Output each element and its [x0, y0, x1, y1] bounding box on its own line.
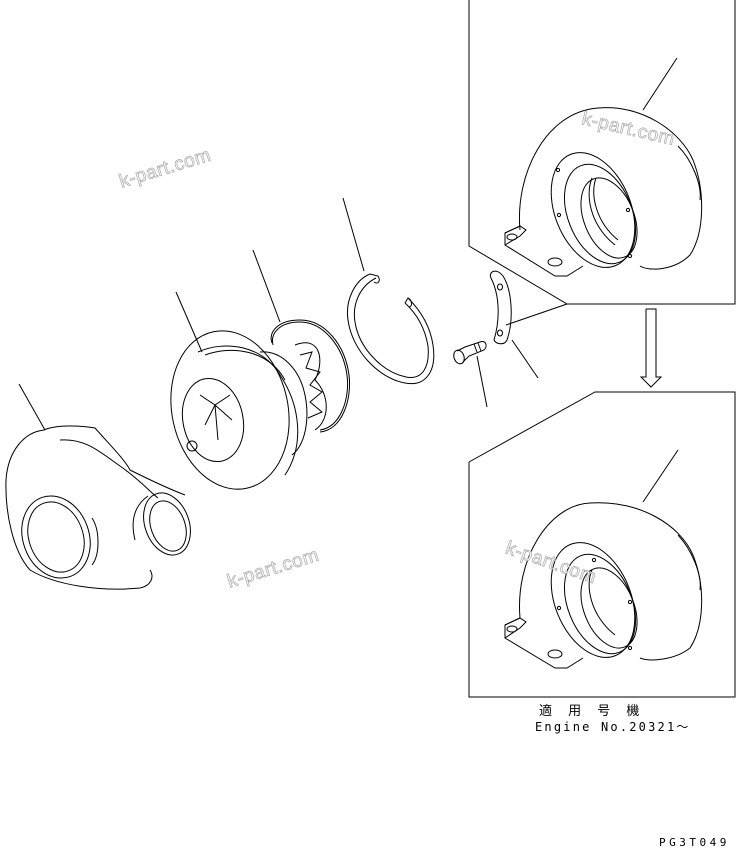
lower-inset-box: [469, 392, 735, 697]
bolt: [452, 342, 487, 407]
snap-ring: [343, 198, 434, 384]
drawing-code: PG3T049: [659, 836, 730, 849]
cartridge-assembly: [157, 292, 327, 500]
turbine-housing-lower: [505, 450, 702, 670]
down-arrow: [641, 309, 661, 387]
applicability-label-jp: 適 用 号 機: [539, 704, 646, 719]
gasket: [253, 250, 350, 432]
engine-number-label: Engine No.20321～: [535, 720, 691, 734]
lock-plate: [490, 271, 567, 378]
upper-inset-box: [469, 0, 735, 304]
compressor-housing: [6, 384, 199, 589]
turbine-housing-upper: [505, 58, 702, 280]
